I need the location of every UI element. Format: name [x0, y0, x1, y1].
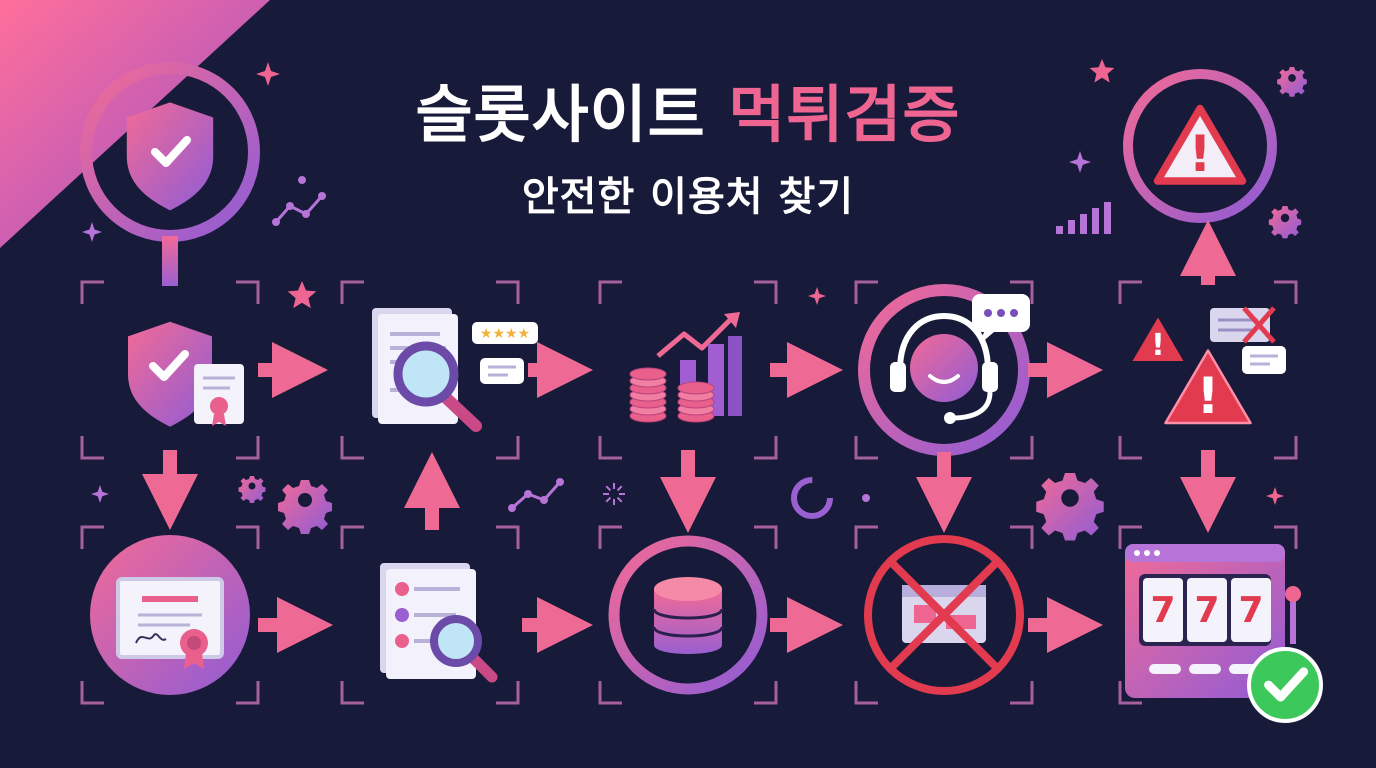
sparkle-icon — [91, 485, 109, 503]
title-main: 슬롯사이트 — [415, 78, 706, 151]
blocked-site-icon — [864, 535, 1024, 695]
line-graph-icon — [272, 192, 326, 226]
burst-icon — [603, 483, 625, 505]
decorations — [82, 59, 1307, 541]
line-graph-icon — [508, 478, 564, 512]
slot-reel — [1187, 578, 1227, 642]
gear-icon — [1277, 67, 1307, 97]
frame-bracket-0-4 — [1118, 280, 1298, 460]
certificate-icon — [90, 535, 250, 695]
star-icon — [1089, 59, 1115, 83]
svg-text:!: ! — [1151, 328, 1165, 363]
slot-reel — [1231, 578, 1271, 642]
svg-text:!: ! — [1197, 367, 1220, 425]
customer-support-headset-icon — [858, 284, 1030, 456]
gear-icon — [1036, 473, 1104, 541]
loading-ring-icon — [791, 477, 870, 519]
slot-reel-symbol: 7 — [1238, 590, 1263, 631]
frame-bracket-1-4 — [1118, 525, 1298, 705]
gear-icon — [278, 480, 332, 534]
slot-reel — [1143, 578, 1183, 642]
svg-text:!: ! — [1189, 125, 1212, 183]
slot-reel-symbol: 7 — [1194, 590, 1219, 631]
gear-icon — [1268, 206, 1302, 239]
shield-certificate-icon — [128, 321, 244, 427]
frame-bracket-1-0 — [80, 525, 260, 705]
bar-chart-icon — [1056, 202, 1111, 234]
frame-bracket-0-2 — [598, 280, 778, 460]
frame-bracket-0-0 — [80, 280, 260, 460]
step-frames — [80, 280, 1298, 705]
subtitle: 안전한 이용처 찾기 — [521, 174, 855, 220]
frame-bracket-1-2 — [598, 525, 778, 705]
frame-bracket-1-3 — [854, 525, 1034, 705]
database-icon — [608, 535, 768, 695]
svg-text:★★★★: ★★★★ — [480, 326, 530, 342]
coins-growth-chart-icon — [629, 312, 742, 423]
document-search-review-icon: ★★★★ — [372, 308, 538, 432]
main-title: 슬롯사이트 먹튀검증 — [0, 64, 1376, 154]
warning-alerts-icon: ! ! — [1132, 306, 1286, 425]
sparkle-icon — [808, 287, 826, 305]
sparkle-icon — [1266, 487, 1284, 505]
top-shield-node — [80, 62, 260, 286]
frame-bracket-0-1 — [340, 280, 520, 460]
frame-bracket-1-1 — [340, 525, 520, 705]
gear-icon — [238, 476, 266, 503]
warning-triangle-icon: ! — [1123, 69, 1277, 223]
flow-arrows — [142, 220, 1236, 653]
sparkle-icon — [82, 222, 102, 242]
frame-bracket-0-3 — [854, 280, 1034, 460]
slot-reel-symbol: 7 — [1150, 590, 1175, 631]
user-list-search-icon — [380, 563, 498, 683]
dot-icon — [298, 176, 306, 184]
title-accent: 먹튀검증 — [728, 78, 961, 151]
star-icon — [287, 281, 317, 309]
success-check-icon — [1247, 647, 1323, 723]
